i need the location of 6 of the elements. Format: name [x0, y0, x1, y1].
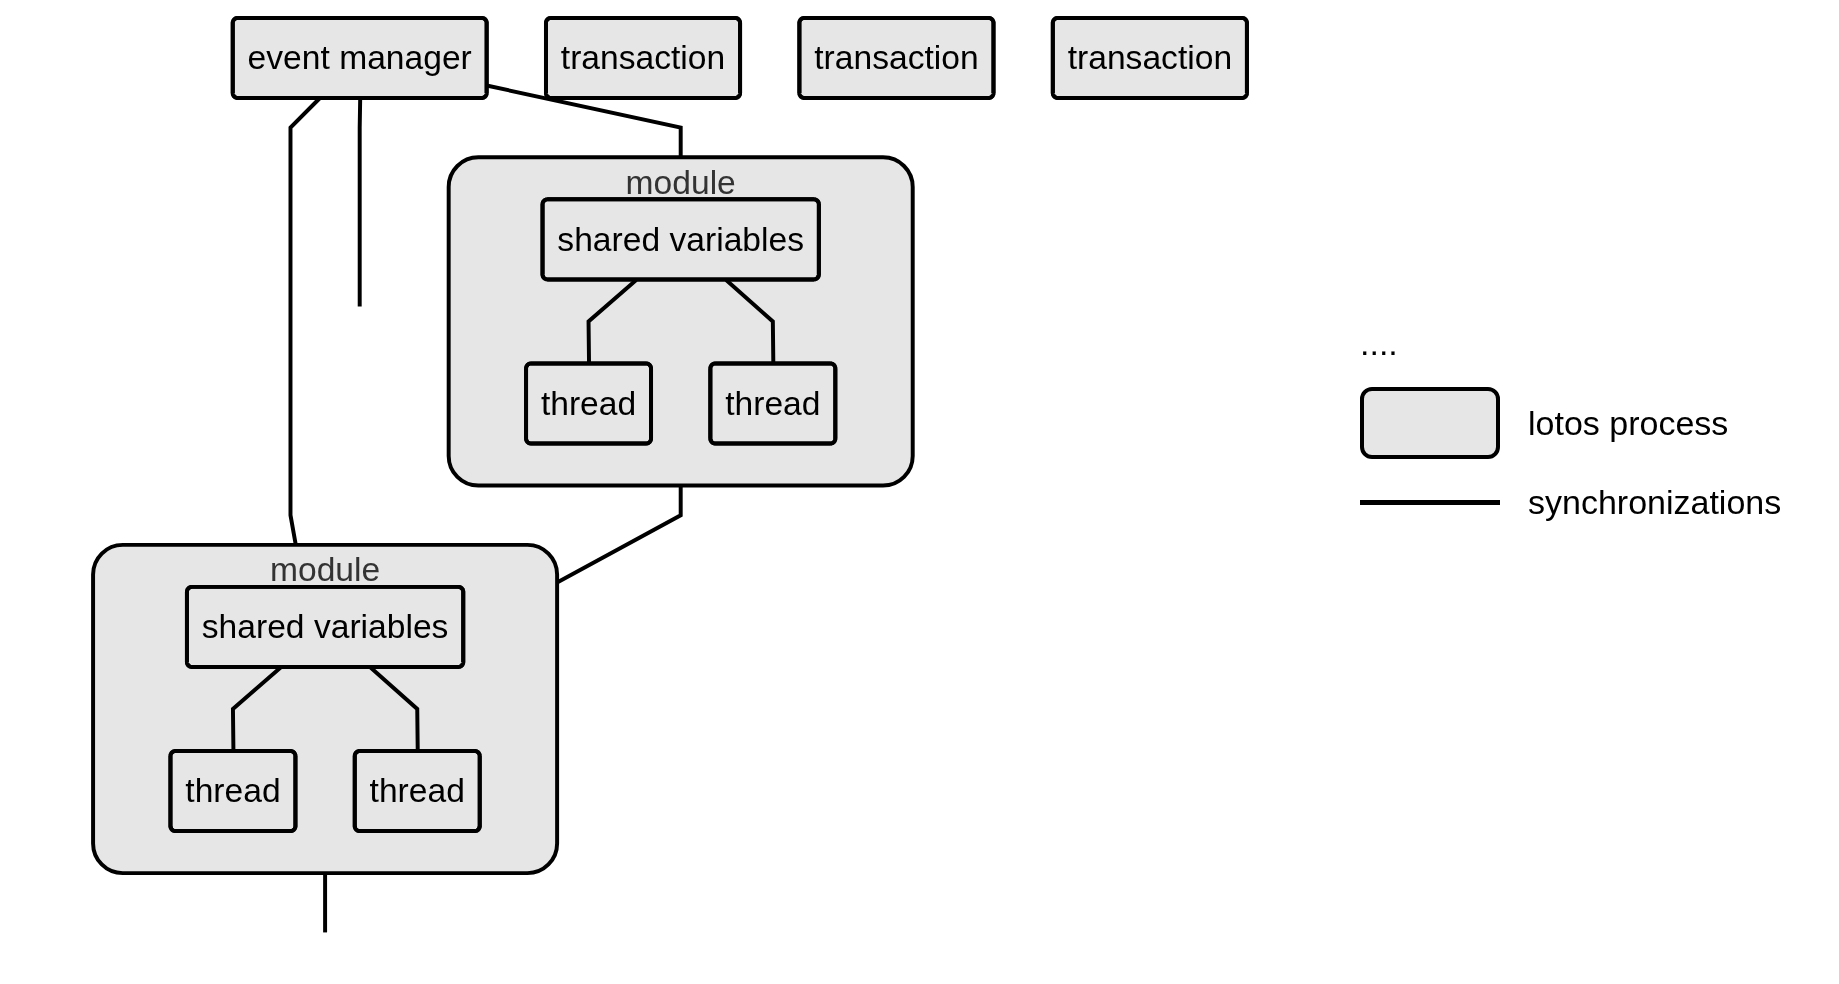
ellipsis-note: ....: [1360, 324, 1398, 363]
connector: [323, 873, 328, 933]
connector: [357, 98, 363, 307]
connector: [369, 666, 420, 752]
legend-label: synchronizations: [1528, 483, 1782, 522]
legend-label: lotos process: [1528, 403, 1729, 443]
